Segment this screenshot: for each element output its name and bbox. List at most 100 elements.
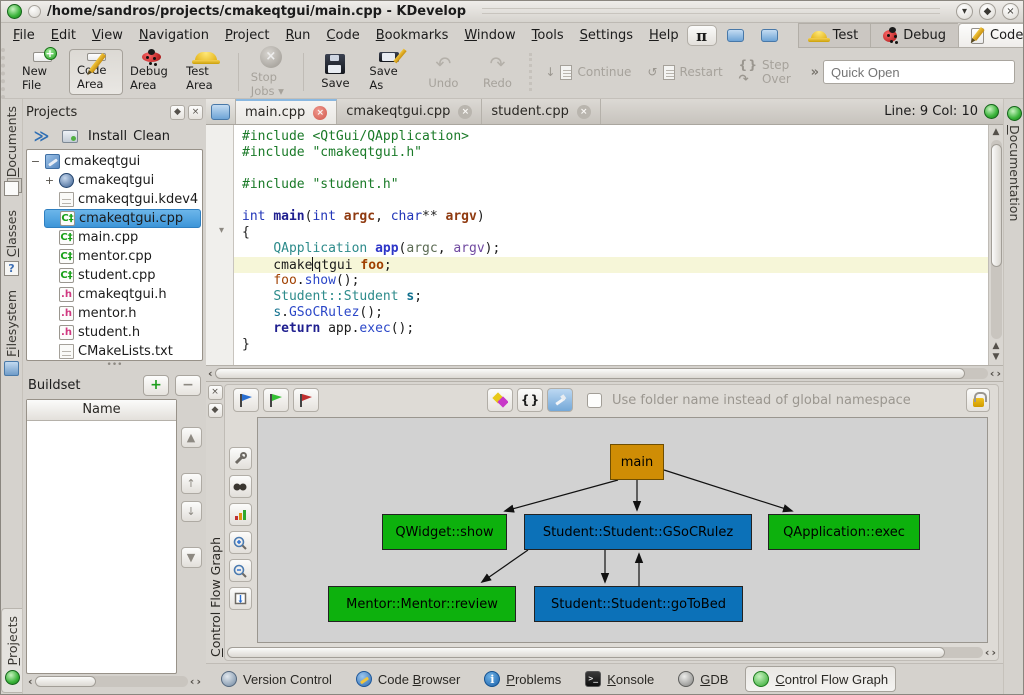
cfg-node-Mentor::Mentor::review[interactable]: Mentor::Mentor::review <box>328 586 516 622</box>
tree-item-cmakeqtgui[interactable]: −cmakeqtgui <box>30 152 201 171</box>
tree-item-main.cpp[interactable]: C‡main.cpp <box>44 228 201 247</box>
tree-item-CMakeLists.txt[interactable]: CMakeLists.txt <box>44 342 201 360</box>
install-button[interactable]: Install <box>88 128 128 144</box>
editor-vscrollbar[interactable]: ▲ ▲ ▼ <box>988 125 1003 365</box>
sidebar-tab-filesystem[interactable]: Filesystem <box>1 283 22 383</box>
code-editor[interactable]: ▾ #include <QtGui/QApplication>#include … <box>206 125 1003 366</box>
lock-button[interactable] <box>966 388 990 412</box>
buildset-add-button[interactable]: + <box>143 374 169 396</box>
debug-area-button[interactable]: Debug Area <box>123 49 179 95</box>
clustering-namespace-button[interactable]: { } <box>517 388 543 412</box>
toolview-button-code-browser[interactable]: Code Browser <box>349 667 467 691</box>
zoom-out-button[interactable] <box>228 559 252 582</box>
menu-project[interactable]: Project <box>224 28 270 43</box>
toolview-button-version-control[interactable]: Version Control <box>214 667 339 691</box>
birdseye-button[interactable] <box>228 475 252 498</box>
maximize-button[interactable]: ◆ <box>979 3 996 20</box>
tree-item-cmakeqtgui.cpp[interactable]: C‡cmakeqtgui.cpp <box>44 209 201 228</box>
fit-to-page-button[interactable] <box>228 587 252 610</box>
menu-edit[interactable]: Edit <box>50 28 76 43</box>
clustering-class-button[interactable] <box>487 388 513 412</box>
sidebar-tab-documents[interactable]: Documents <box>1 99 22 203</box>
toolview-button-control-flow-graph[interactable]: Control Flow Graph <box>745 666 897 692</box>
buildset-hscrollbar[interactable]: ‹ ‹› <box>28 675 201 688</box>
session-gear-icon[interactable] <box>984 104 999 119</box>
menu-run[interactable]: Run <box>285 28 311 43</box>
menu-file[interactable]: File <box>13 28 35 43</box>
toolview-maximize-icon[interactable]: ◆ <box>207 403 223 418</box>
close-tab-icon[interactable]: × <box>576 104 591 119</box>
scroll-left-icon[interactable]: ‹ <box>28 675 33 688</box>
build-selection-button[interactable]: ≫ <box>28 125 52 147</box>
editor-tab-cmakeqtgui.cpp[interactable]: cmakeqtgui.cpp× <box>337 99 483 124</box>
move-up-button[interactable]: ↑ <box>180 473 202 494</box>
menu-bookmarks[interactable]: Bookmarks <box>375 28 449 43</box>
cfg-hscrollbar[interactable]: ‹› <box>225 645 998 660</box>
tree-expander-icon[interactable]: − <box>30 155 41 168</box>
editor-tab-main.cpp[interactable]: main.cpp× <box>236 99 338 124</box>
toolview-close-icon[interactable]: × <box>207 385 223 400</box>
area-debug-button[interactable]: Debug <box>870 23 959 48</box>
panel-maximize-icon[interactable]: ◆ <box>170 104 185 120</box>
green-flag-button[interactable] <box>263 388 289 412</box>
quick-open-input[interactable] <box>823 60 1015 84</box>
sidebar-tab-classes[interactable]: Classes? <box>1 203 22 283</box>
cfg-node-Student::Student::goToBed[interactable]: Student::Student::goToBed <box>534 586 743 622</box>
tree-item-cmakeqtgui.kdev4[interactable]: cmakeqtgui.kdev4 <box>44 190 201 209</box>
close-tab-icon[interactable]: × <box>458 104 473 119</box>
close-tab-icon[interactable]: × <box>313 105 328 120</box>
toolview-button-problems[interactable]: Problems <box>477 667 568 691</box>
red-flag-button[interactable] <box>293 388 319 412</box>
area-code-button[interactable]: Code <box>958 23 1023 48</box>
new-file-button[interactable]: + New File <box>22 47 57 92</box>
toolbar-overflow-icon[interactable]: » <box>810 64 820 80</box>
cfg-node-Student::Student::GSoCRulez[interactable]: Student::Student::GSoCRulez <box>524 514 752 550</box>
menu-code[interactable]: Code <box>326 28 360 43</box>
menu-navigation[interactable]: Navigation <box>138 28 209 43</box>
toolview-button-konsole[interactable]: Konsole <box>578 667 661 691</box>
panel-close-icon[interactable]: × <box>188 104 203 120</box>
menu-view[interactable]: View <box>91 28 123 43</box>
code-text[interactable]: #include <QtGui/QApplication>#include "c… <box>234 125 988 365</box>
tree-item-mentor.cpp[interactable]: C‡mentor.cpp <box>44 247 201 266</box>
latex-pi-button[interactable]: π <box>686 25 717 46</box>
editor-gutter[interactable]: ▾ <box>206 125 234 365</box>
zoom-in-button[interactable] <box>228 531 252 554</box>
tree-expander-icon[interactable]: + <box>44 174 55 187</box>
scroll-up-icon[interactable]: ▲ <box>992 127 1000 137</box>
documentation-button[interactable] <box>754 25 785 46</box>
usage-chart-button[interactable] <box>228 503 252 526</box>
menu-tools[interactable]: Tools <box>531 28 564 43</box>
buildset-name-header[interactable]: Name <box>27 400 176 421</box>
tree-item-student.cpp[interactable]: C‡student.cpp <box>44 266 201 285</box>
cfg-node-main[interactable]: main <box>610 444 664 480</box>
cfg-node-QApplication::exec[interactable]: QApplication::exec <box>768 514 920 550</box>
menu-help[interactable]: Help <box>649 28 679 43</box>
settings-wrench-button[interactable] <box>228 447 252 470</box>
review-button[interactable] <box>720 25 751 46</box>
save-button[interactable]: Save <box>308 49 362 95</box>
editor-tab-student.cpp[interactable]: student.cpp× <box>482 99 601 124</box>
area-test-button[interactable]: Test <box>797 23 871 48</box>
buildset-remove-button[interactable]: − <box>175 374 201 396</box>
clean-button[interactable]: Clean <box>133 128 171 144</box>
move-down-button[interactable]: ↓ <box>180 501 202 522</box>
test-area-button[interactable]: Test Area <box>179 49 233 95</box>
blue-flag-button[interactable] <box>233 388 259 412</box>
titlebar[interactable]: /home/sandros/projects/cmakeqtgui/main.c… <box>1 1 1023 23</box>
panel-splitter[interactable]: ••• <box>106 360 123 370</box>
menu-window[interactable]: Window <box>464 28 516 43</box>
sidebar-tab-documentation[interactable]: Documentation <box>1004 99 1023 228</box>
minimize-button[interactable]: ▾ <box>956 3 973 20</box>
toolview-button-gdb[interactable]: GDB <box>671 667 735 691</box>
move-top-button[interactable]: ▲ <box>180 427 202 448</box>
save-as-button[interactable]: Save As <box>362 48 416 95</box>
close-button[interactable]: × <box>1002 3 1019 20</box>
tree-item-cmakeqtgui[interactable]: +cmakeqtgui <box>44 171 201 190</box>
open-configuration-button[interactable] <box>58 125 82 147</box>
cfg-node-QWidget::show[interactable]: QWidget::show <box>382 514 507 550</box>
